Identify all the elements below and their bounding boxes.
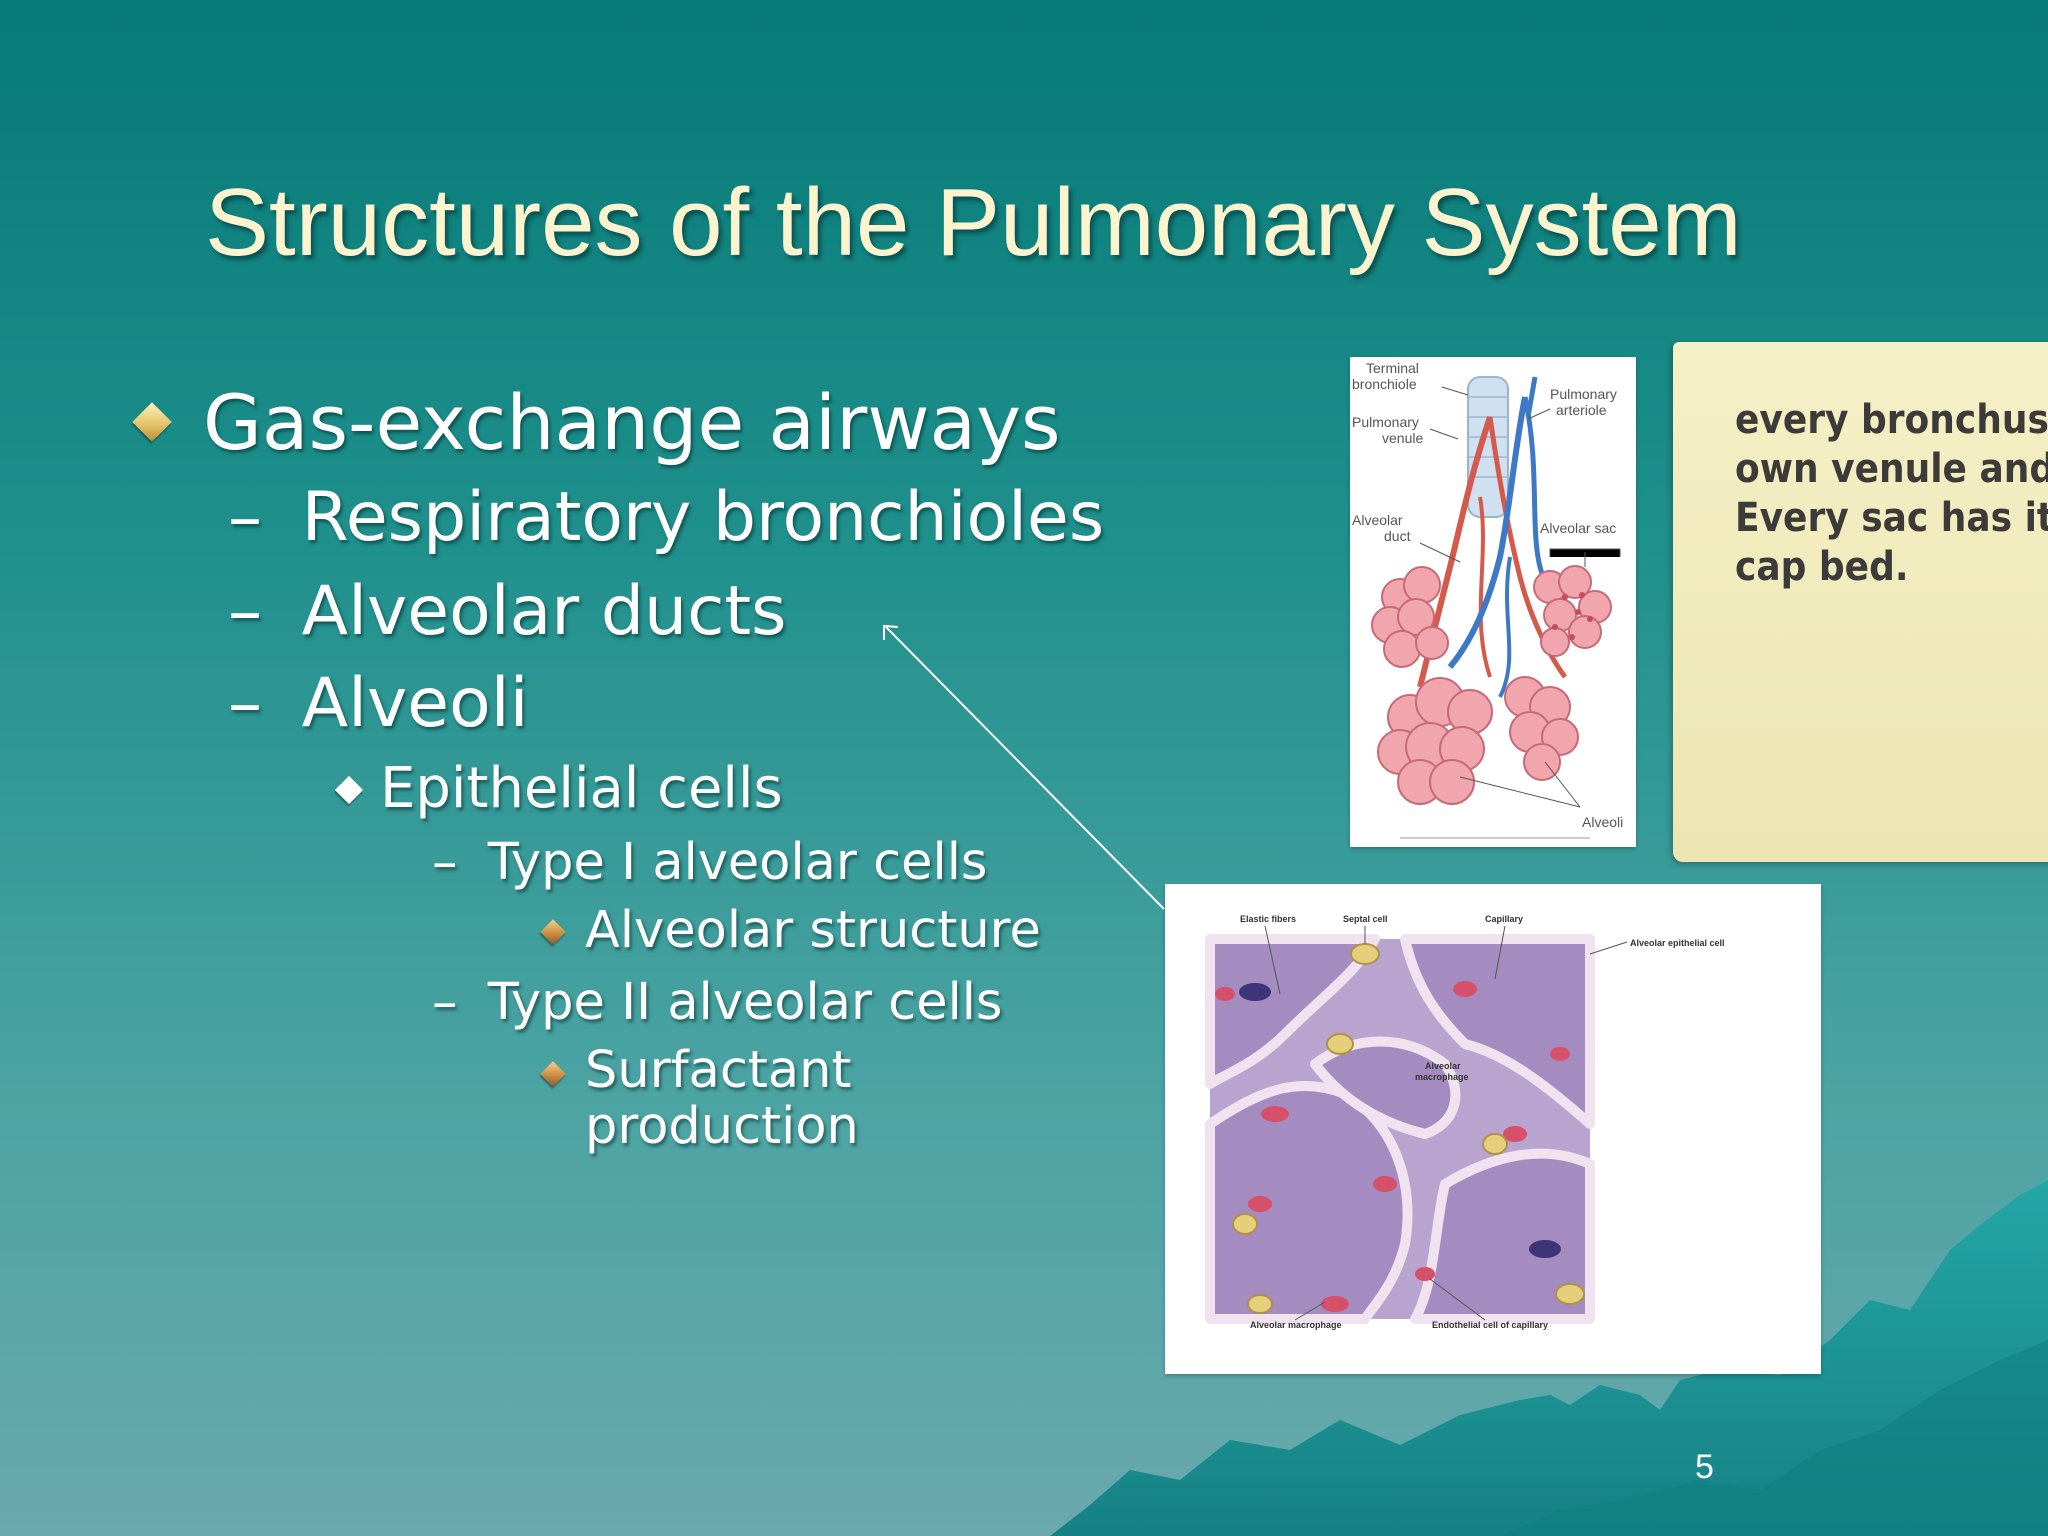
bullet-text: Epithelial cells [380, 756, 783, 821]
bullet-text: Respiratory bronchioles [301, 478, 1105, 557]
label-arteriole-1: Pulmonary [1550, 386, 1617, 402]
page-number: 5 [1695, 1448, 1714, 1486]
diamond-bullet-icon [540, 1061, 566, 1087]
dash-marker: – [228, 478, 262, 557]
diamond-bullet-icon [132, 402, 172, 442]
bullet-list: Gas-exchange airways – Respiratory bronc… [0, 0, 1200, 1200]
bullet-text: Gas-exchange airways [203, 378, 1061, 467]
dash-marker: – [228, 664, 262, 743]
label-macrophage-inner-2: macrophage [1415, 1072, 1469, 1082]
label-terminal-1: Terminal [1366, 360, 1419, 376]
bronchiole-diagram-svg: Terminal bronchiole Pulmonary venule Pul… [1352, 360, 1623, 839]
bullet-alveolar-ducts: – Alveolar ducts [228, 572, 787, 651]
label-macrophage-inner-1: Alveolar [1425, 1061, 1461, 1071]
dash-marker: – [228, 572, 262, 651]
bullet-text-continuation: production [585, 1097, 859, 1156]
diamond-bullet-icon [334, 775, 364, 805]
note-line-3: Every sac has its [1735, 495, 2048, 541]
label-epithelial-cell: Alveolar epithelial cell [1630, 938, 1725, 948]
bullet-alveoli: – Alveoli [228, 664, 529, 743]
bullet-type2: – Type II alveolar cells [432, 973, 1002, 1032]
label-alveoli: Alveoli [1582, 814, 1623, 830]
slide-title: Structures of the Pulmonary System [205, 169, 1742, 276]
label-septal-cell: Septal cell [1343, 914, 1388, 924]
bullet-type1: – Type I alveolar cells [432, 833, 987, 892]
bullet-text: Alveolar structure [585, 901, 1041, 960]
bullet-text: Surfactant [585, 1041, 852, 1100]
label-duct-1: Alveolar [1352, 512, 1403, 528]
bullet-text: Alveolar ducts [301, 572, 787, 651]
bullet-respiratory-bronchioles: – Respiratory bronchioles [228, 478, 1104, 557]
label-alveolar-macrophage: Alveolar macrophage [1250, 1320, 1342, 1330]
alveoli-illustration: Terminal bronchiole Pulmonary venule Pul… [1350, 357, 1636, 847]
alveolar-cells-diagram-svg: Elastic fibers Septal cell Capillary Alv… [1205, 914, 1725, 1330]
bullet-gas-exchange: Gas-exchange airways [132, 378, 1061, 467]
diamond-bullet-icon [540, 919, 566, 945]
label-duct-2: duct [1384, 528, 1411, 544]
label-terminal-2: bronchiole [1352, 376, 1417, 392]
note-line-1: every bronchus h [1735, 397, 2048, 443]
dash-marker: – [432, 973, 458, 1032]
bullet-text: Alveoli [301, 664, 529, 743]
label-elastic-fibers: Elastic fibers [1240, 914, 1296, 924]
alveolar-cells-illustration: Elastic fibers Septal cell Capillary Alv… [1165, 884, 1821, 1374]
note-line-2: own venule and a [1735, 446, 2048, 492]
bullet-text: Type II alveolar cells [487, 973, 1003, 1032]
bullet-epithelial-cells: Epithelial cells [334, 756, 783, 821]
label-capillary: Capillary [1485, 914, 1523, 924]
label-venule-2: venule [1382, 430, 1423, 446]
label-arteriole-2: arteriole [1556, 402, 1607, 418]
label-endothelial-cell: Endothelial cell of capillary [1432, 1320, 1548, 1330]
note-line-4: cap bed. [1735, 544, 1909, 590]
bullet-surfactant: Surfactant production [540, 1041, 859, 1156]
label-venule-1: Pulmonary [1352, 414, 1419, 430]
sticky-note: every bronchus h own venule and a Every … [1673, 342, 2048, 862]
dash-marker: – [432, 833, 458, 892]
label-sac: Alveolar sac [1540, 520, 1616, 536]
bullet-alveolar-structure: Alveolar structure [540, 901, 1041, 960]
bullet-text: Type I alveolar cells [487, 833, 988, 892]
